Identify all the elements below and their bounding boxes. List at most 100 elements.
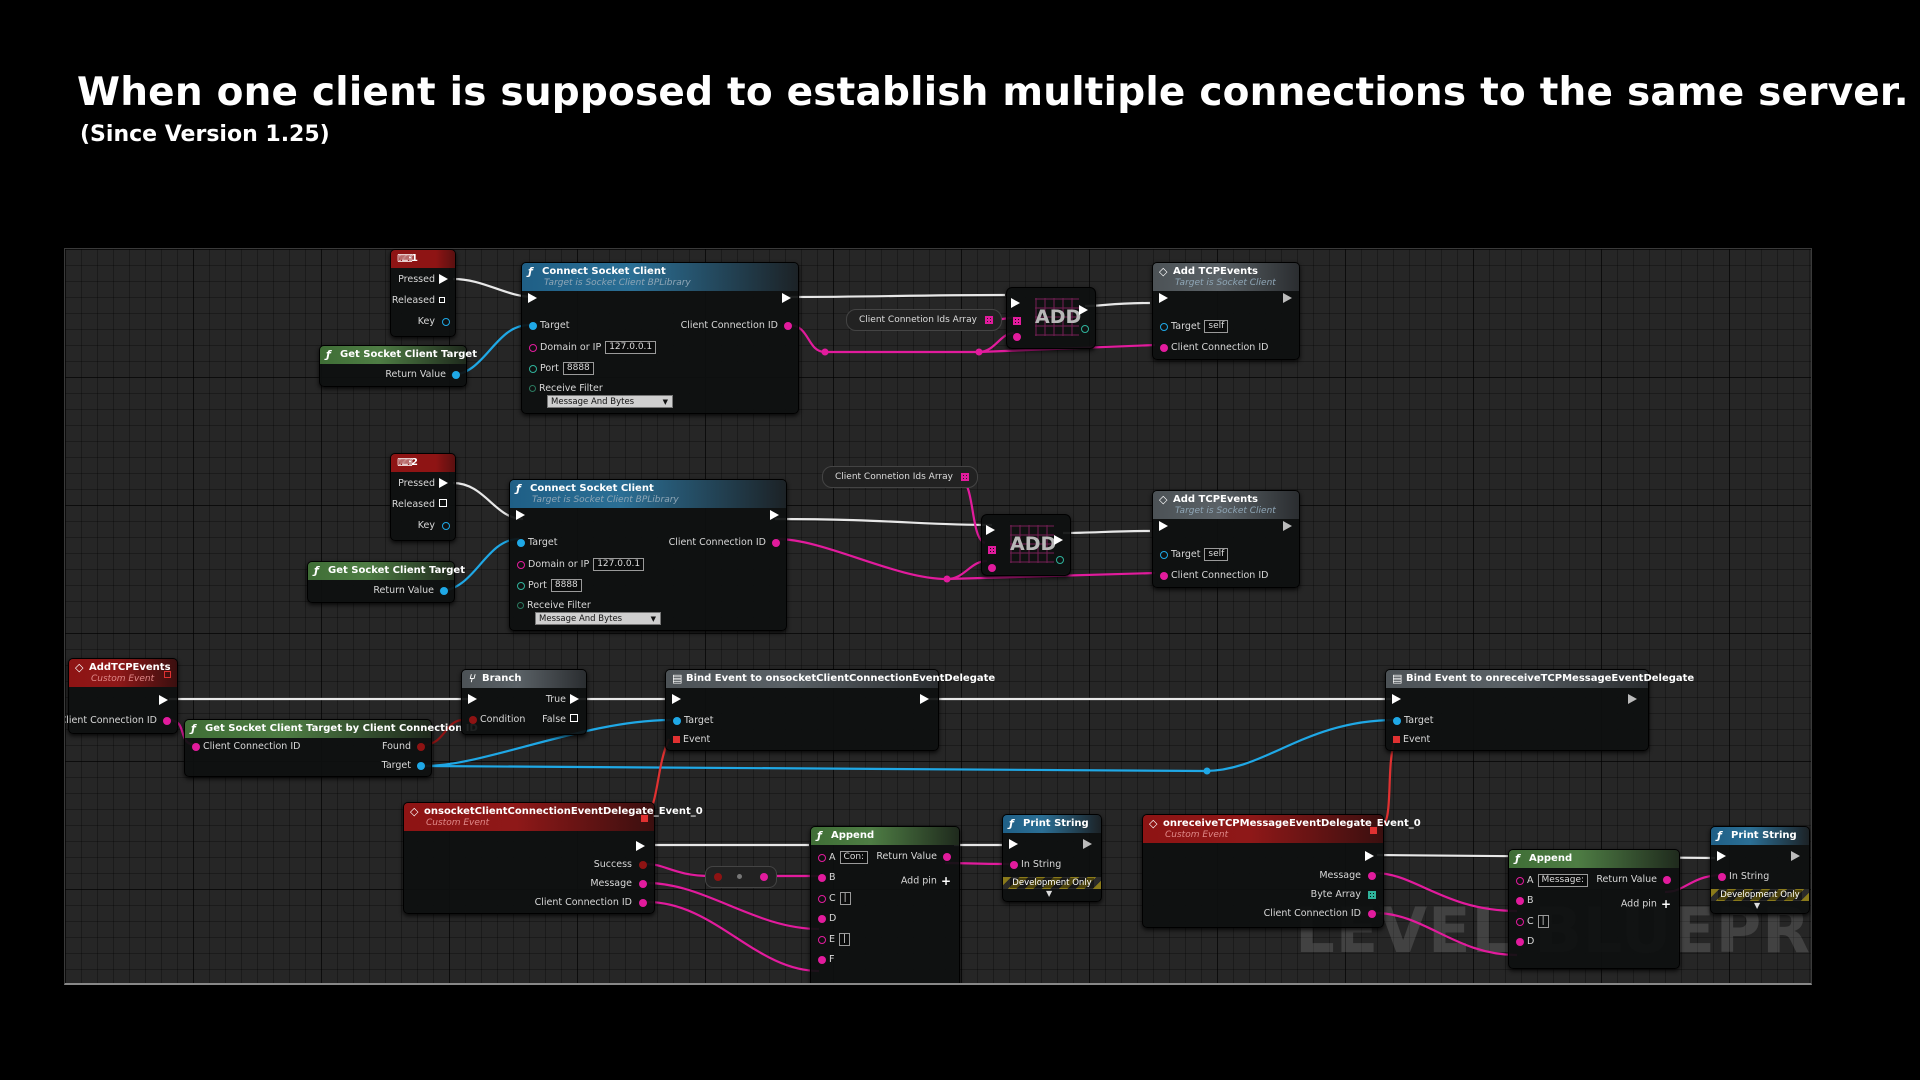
exec-in-pin[interactable]	[1717, 851, 1729, 863]
exec-out-pin[interactable]	[1079, 299, 1091, 315]
port-value-field[interactable]: 8888	[562, 362, 594, 375]
pressed-exec-pin[interactable]	[439, 274, 451, 286]
client-connection-ids-array-getter-2[interactable]: Client Connetion Ids Array	[822, 466, 978, 488]
receive-filter-pin[interactable]: Receive Filter	[517, 600, 591, 612]
bind-connection-event-node[interactable]: ▤Bind Event to onsocketClientConnectionE…	[665, 669, 995, 751]
array-in-pin[interactable]	[1013, 310, 1021, 329]
success-out-pin[interactable]	[639, 860, 647, 871]
exec-out-pin[interactable]	[770, 510, 782, 522]
false-exec-pin[interactable]	[570, 714, 582, 726]
connection-id-pin[interactable]: Client Connection ID	[1160, 342, 1268, 354]
bool-to-string-conversion-node[interactable]	[705, 866, 777, 888]
connection-id-pin[interactable]: Client Connection ID	[1160, 570, 1268, 582]
exec-out-pin[interactable]	[1365, 851, 1377, 863]
exec-out-pin[interactable]	[1628, 694, 1640, 706]
port-value-field[interactable]: 8888	[550, 579, 582, 592]
event-pin[interactable]: Event	[1393, 734, 1430, 746]
target-pin[interactable]: Target	[673, 715, 713, 727]
target-out-pin[interactable]	[417, 761, 425, 772]
exec-in-pin[interactable]	[528, 293, 540, 305]
array-in-pin[interactable]	[988, 539, 996, 558]
byte-array-out-pin[interactable]	[1368, 890, 1376, 901]
key-1-event-node[interactable]: ⌨ 1 Pressed Released Key	[390, 249, 456, 337]
event-pin[interactable]: Event	[673, 734, 710, 746]
delegate-pin[interactable]	[164, 669, 171, 680]
bool-in-pin[interactable]	[714, 873, 722, 881]
connection-id-out-pin[interactable]	[772, 538, 780, 549]
return-value-pin[interactable]	[1663, 875, 1671, 886]
string-out-pin[interactable]	[760, 873, 768, 881]
key-struct-pin[interactable]	[442, 521, 450, 532]
exec-in-pin[interactable]	[516, 510, 528, 522]
item-in-pin[interactable]	[1013, 326, 1021, 345]
exec-out-pin[interactable]	[1283, 293, 1295, 305]
message-out-pin[interactable]	[639, 879, 647, 890]
receive-filter-dropdown[interactable]: Message And Bytes▼	[535, 612, 661, 625]
exec-in-pin[interactable]	[1009, 839, 1021, 851]
released-exec-pin[interactable]	[439, 499, 451, 511]
return-value-pin[interactable]	[452, 370, 460, 381]
exec-out-pin[interactable]	[1791, 851, 1803, 863]
domain-value-field[interactable]: 127.0.0.1	[593, 558, 645, 571]
connection-id-out-pin[interactable]	[1368, 909, 1376, 920]
connection-id-out-pin[interactable]	[163, 716, 171, 727]
connection-id-in-pin[interactable]: Client Connection ID	[192, 741, 300, 753]
exec-in-pin[interactable]	[1011, 292, 1023, 308]
index-out-pin[interactable]	[1081, 318, 1089, 337]
in-string-pin[interactable]: In String	[1010, 859, 1061, 871]
connection-id-out-pin[interactable]	[639, 898, 647, 909]
a-value-field[interactable]: Message:	[1537, 874, 1589, 887]
b-pin[interactable]: B	[1516, 895, 1534, 907]
expand-chevron-icon[interactable]: ▼	[1754, 901, 1761, 910]
found-out-pin[interactable]	[417, 742, 425, 753]
exec-in-pin[interactable]	[1392, 694, 1404, 706]
b-pin[interactable]: B	[818, 872, 836, 884]
c-value-field[interactable]: |	[1537, 915, 1549, 928]
client-connection-ids-array-getter-1[interactable]: Client Connetion Ids Array	[846, 309, 1002, 331]
condition-pin[interactable]: Condition	[469, 714, 525, 726]
add-pin-button[interactable]: Add pin+	[900, 874, 951, 888]
exec-out-pin[interactable]	[920, 694, 932, 706]
e-pin[interactable]: E|	[818, 933, 851, 946]
return-value-pin[interactable]	[943, 852, 951, 863]
exec-out-pin[interactable]	[782, 293, 794, 305]
delegate-pin[interactable]	[641, 813, 648, 824]
exec-out-pin[interactable]	[159, 695, 171, 707]
bind-message-event-node[interactable]: ▤Bind Event to onreceiveTCPMessageEventD…	[1385, 669, 1694, 751]
e-value-field[interactable]: |	[839, 933, 851, 946]
pressed-exec-pin[interactable]	[439, 478, 451, 490]
branch-node[interactable]: ⑂Branch Condition True False	[461, 669, 587, 735]
c-pin[interactable]: C|	[818, 892, 851, 905]
target-pin[interactable]: Target	[517, 537, 557, 549]
delegate-pin[interactable]	[1370, 825, 1377, 836]
in-string-pin[interactable]: In String	[1718, 871, 1769, 883]
index-out-pin[interactable]	[1056, 549, 1064, 568]
exec-in-pin[interactable]	[986, 519, 998, 535]
return-value-pin[interactable]	[440, 586, 448, 597]
exec-out-pin[interactable]	[636, 841, 648, 853]
add-pin-button[interactable]: Add pin+	[1620, 897, 1671, 911]
target-pin[interactable]: Target	[1393, 715, 1433, 727]
true-exec-pin[interactable]	[570, 694, 582, 706]
message-out-pin[interactable]	[1368, 871, 1376, 882]
released-exec-pin[interactable]	[439, 295, 451, 307]
item-in-pin[interactable]	[988, 557, 996, 576]
exec-out-pin[interactable]	[1283, 521, 1295, 533]
